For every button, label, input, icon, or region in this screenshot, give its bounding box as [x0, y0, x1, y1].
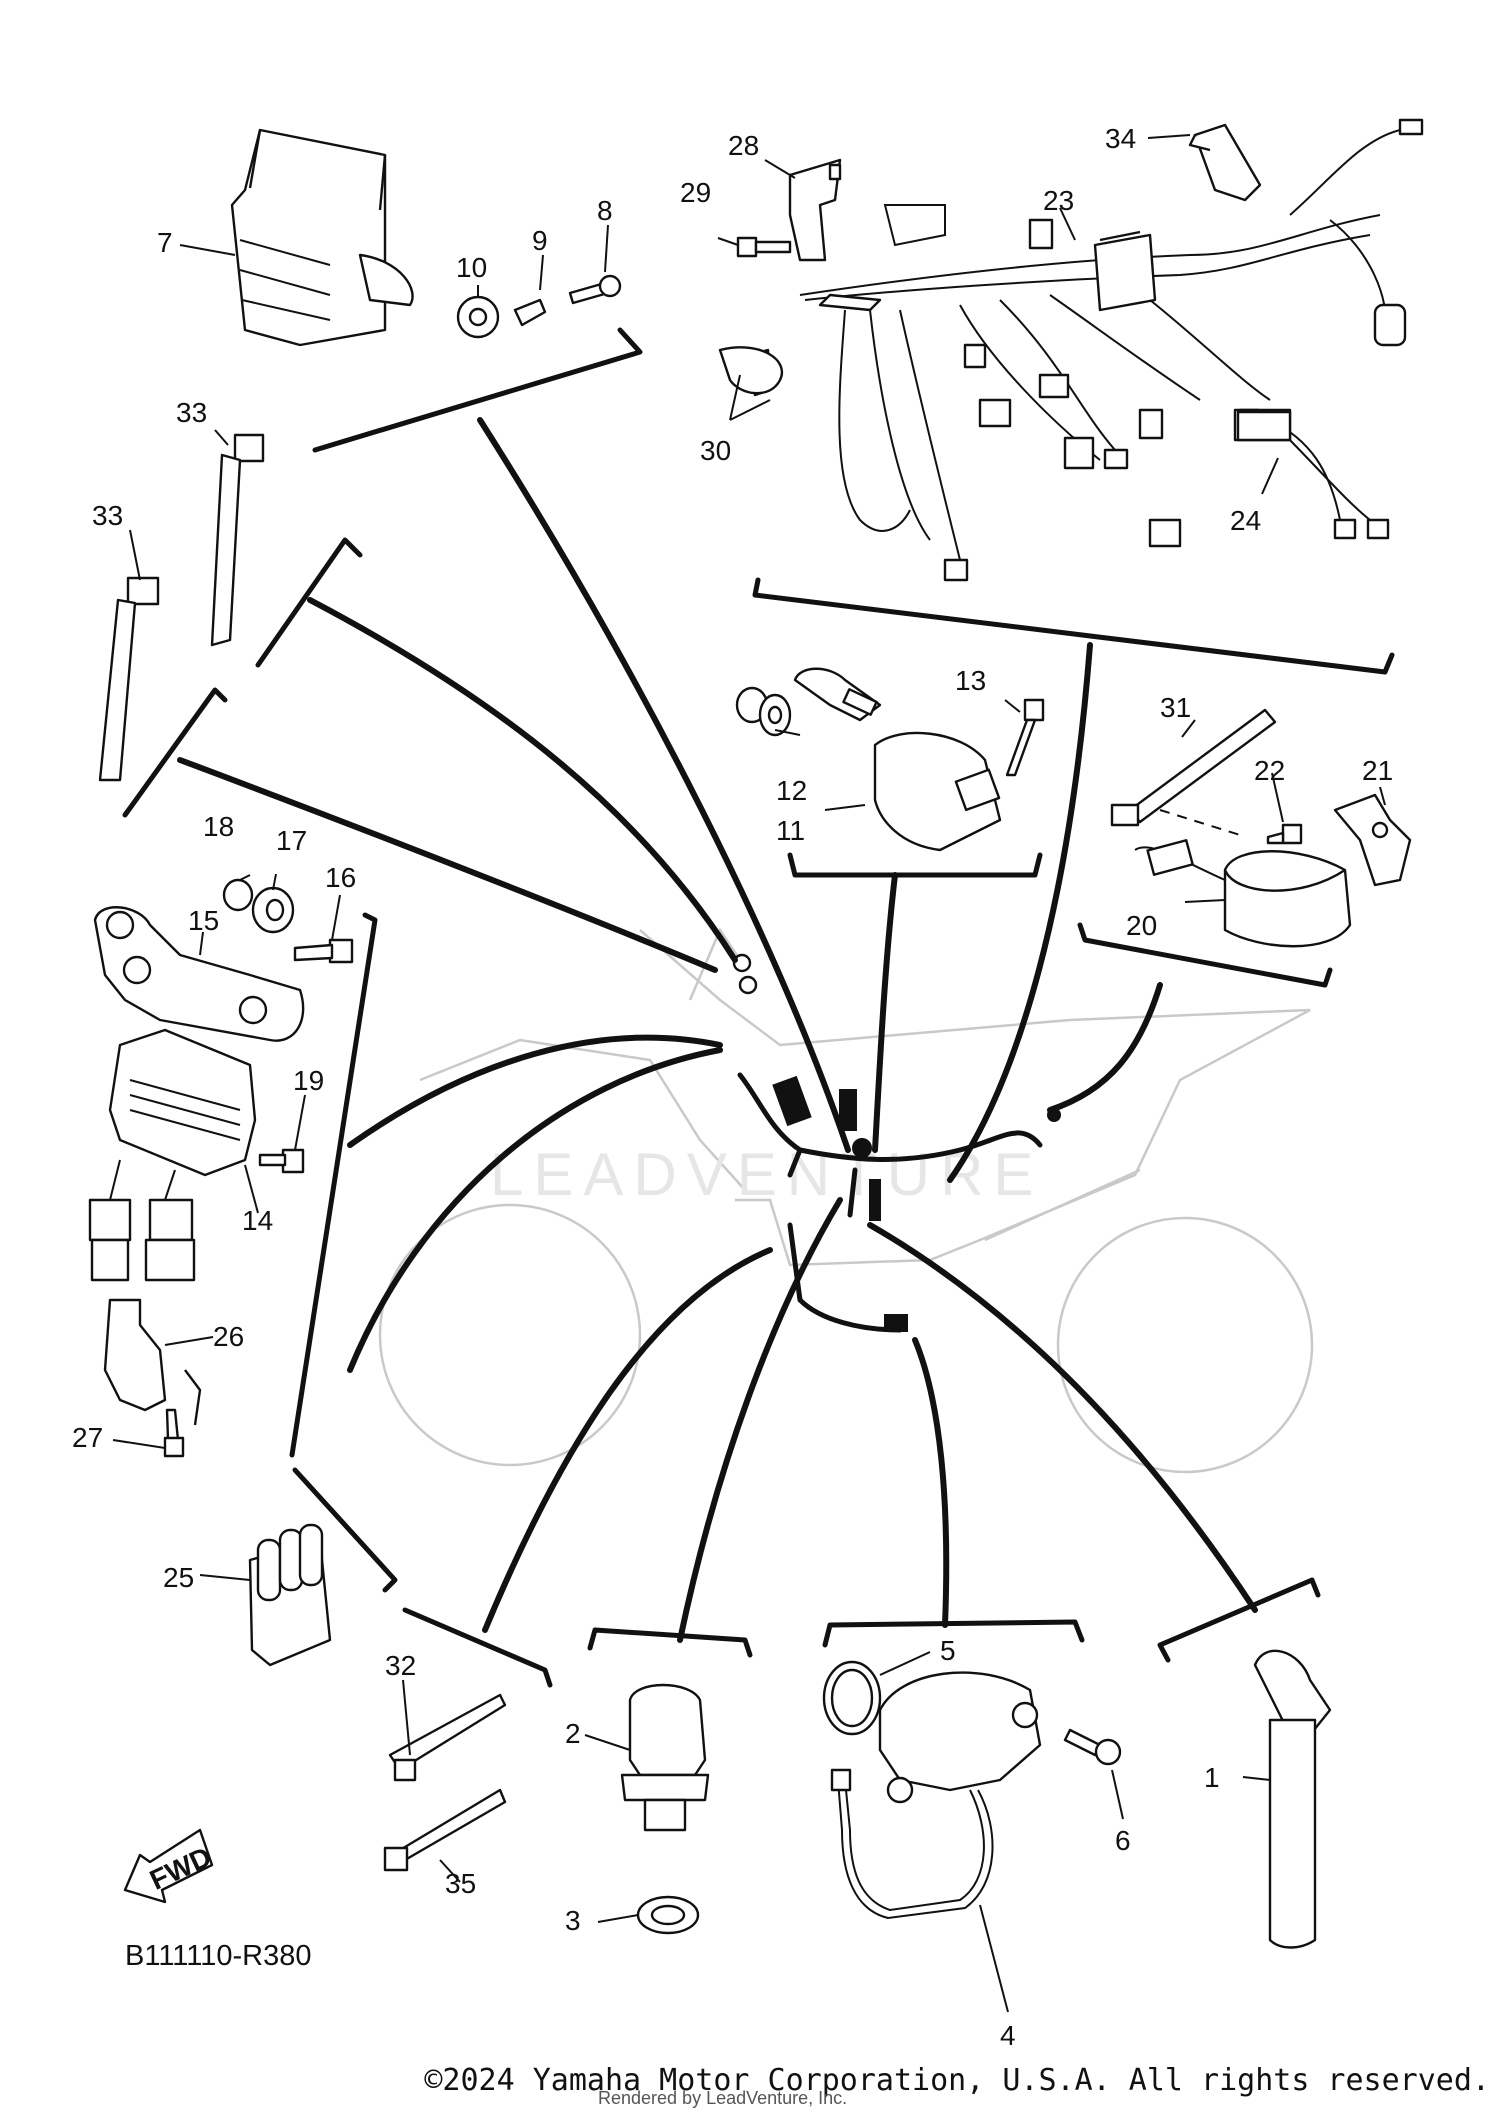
callout-10: 10: [456, 252, 487, 283]
callout-13: 13: [955, 665, 986, 696]
wire-harness-part-23: [718, 118, 1424, 582]
rendered-by-note: Rendered by LeadVenture, Inc.: [598, 2088, 848, 2108]
drawing-code: B111110-R380: [125, 1940, 312, 1972]
callout-31: 31: [1160, 692, 1191, 723]
motorcycle-outline: LEADVENTURE: [378, 927, 1314, 1474]
callout-22: 22: [1254, 755, 1285, 786]
coupler-part-25: [248, 1523, 332, 1667]
callout-1: 1: [1204, 1762, 1220, 1793]
bolt-part-19: [258, 1148, 305, 1174]
part-20-component: [1134, 839, 1352, 948]
callout-11: 11: [776, 815, 805, 846]
callout-5: 5: [940, 1635, 956, 1666]
callout-2: 2: [565, 1718, 581, 1749]
collar-part-18: [222, 878, 254, 912]
bracket-part-21: [1333, 793, 1412, 887]
callout-20: 20: [1126, 910, 1157, 941]
callout-29: 29: [680, 177, 711, 208]
bracket-part-26: [103, 1298, 202, 1426]
callout-18: 18: [203, 811, 234, 842]
callout-numbers: 1 2 3 4 5 6 7 8 9 10 11 12 13 14 15 16 1…: [72, 123, 1393, 2051]
bolt-part-16: [293, 938, 354, 964]
cable-tie-part-35: [383, 1788, 507, 1872]
group-brackets: [122, 327, 1395, 1688]
grommet-part-17: [251, 886, 295, 934]
screw-part-6: [1063, 1728, 1122, 1766]
rectifier-part-14: [88, 1028, 257, 1282]
callout-25: 25: [163, 1562, 194, 1593]
callout-8: 8: [597, 195, 613, 226]
callout-4: 4: [1000, 2020, 1016, 2051]
callout-leaders: [112, 134, 1386, 2013]
o-ring-part-5: [822, 1660, 882, 1736]
ecu-part-7: [230, 128, 622, 347]
washer-part-3: [636, 1895, 700, 1935]
harness-connector-frame: [883, 204, 946, 247]
cable-ties-part-33: [98, 433, 265, 782]
grommet-part-12: [735, 686, 792, 737]
copyright-notice: ©2024 Yamaha Motor Corporation, U.S.A. A…: [424, 2063, 1490, 2098]
leader-dashed: [1159, 809, 1241, 836]
cable-tie-part-31: [1110, 708, 1277, 827]
callout-33-lower: 33: [92, 500, 123, 531]
bolt-part-29: [736, 236, 792, 258]
callout-24: 24: [1230, 505, 1261, 536]
cable-tie-part-32: [388, 1693, 507, 1782]
fwd-arrow-icon: FWD: [123, 1828, 216, 1904]
callout-33-upper: 33: [176, 397, 207, 428]
callout-7: 7: [157, 227, 173, 258]
ignition-coil-part-11: [793, 667, 1002, 852]
callout-26: 26: [213, 1321, 244, 1352]
callout-14: 14: [242, 1205, 273, 1236]
coupler-part-24: [1236, 410, 1292, 442]
plate-part-15: [93, 906, 305, 1042]
bracket-part-28: [788, 158, 842, 262]
plug-cap-part-1: [1253, 1649, 1332, 1949]
bolt-part-13: [1005, 698, 1045, 777]
callout-32: 32: [385, 1650, 416, 1681]
callout-9: 9: [532, 225, 548, 256]
callout-35: 35: [445, 1868, 476, 1899]
sensor-part-4: [830, 1671, 1042, 1920]
callout-3: 3: [565, 1905, 581, 1936]
screw-part-22: [1266, 823, 1303, 845]
callout-30: 30: [700, 435, 731, 466]
sensor-part-2: [620, 1683, 710, 1832]
clamp-part-34: [1188, 123, 1262, 202]
callout-27: 27: [72, 1422, 103, 1453]
bolt-part-27: [163, 1408, 185, 1458]
callout-16: 16: [325, 862, 356, 893]
callout-17: 17: [276, 825, 307, 856]
callout-15: 15: [188, 905, 219, 936]
callout-6: 6: [1115, 1825, 1131, 1856]
callout-23: 23: [1043, 185, 1074, 216]
callout-19: 19: [293, 1065, 324, 1096]
callout-21: 21: [1362, 755, 1393, 786]
callout-28: 28: [728, 130, 759, 161]
callout-12: 12: [776, 775, 807, 806]
callout-34: 34: [1105, 123, 1136, 154]
leader-arrows: [177, 417, 1258, 1643]
